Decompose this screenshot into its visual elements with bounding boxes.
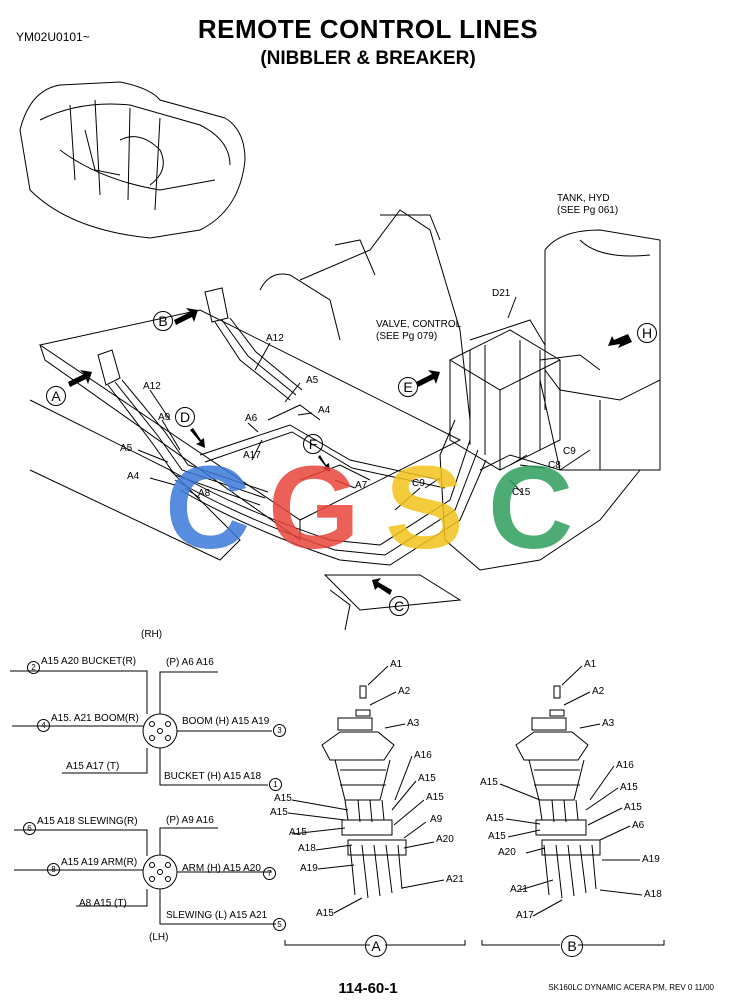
detail-b-label: A19 bbox=[642, 854, 660, 865]
callout-a4-b: A4 bbox=[318, 405, 331, 416]
watermark-letter-4: C bbox=[488, 442, 573, 574]
callout-a12-a: A12 bbox=[143, 381, 161, 392]
rh-bucket-r: A15 A20 BUCKET(R) bbox=[41, 656, 137, 667]
lh-arm-r: A15 A19 ARM(R) bbox=[61, 857, 138, 868]
callout-d21: D21 bbox=[492, 288, 511, 299]
document-code: YM02U0101~ bbox=[16, 30, 90, 44]
callout-c9-b: C9 bbox=[563, 446, 576, 457]
rh-num-3: 3 bbox=[273, 724, 286, 737]
view-c-marker: C bbox=[389, 596, 409, 616]
callout-a12-b: A12 bbox=[266, 333, 284, 344]
lh-slewing-l: SLEWING (L) A15 A21 bbox=[166, 910, 268, 921]
detail-a-label: A21 bbox=[446, 874, 464, 885]
rh-boom-r: A15. A21 BOOM(R) bbox=[51, 713, 139, 724]
detail-a-label: A20 bbox=[436, 834, 454, 845]
detail-a-label: A15 bbox=[316, 908, 334, 919]
callout-valve-ref: (SEE Pg 079) bbox=[376, 331, 438, 342]
detail-a-label: A16 bbox=[414, 750, 432, 761]
detail-b-label: A15 bbox=[480, 777, 498, 788]
lh-num-7: 7 bbox=[263, 867, 276, 880]
detail-b-label: A18 bbox=[644, 889, 662, 900]
callout-tank-ref: (SEE Pg 061) bbox=[557, 205, 619, 216]
detail-b-label: A16 bbox=[616, 760, 634, 771]
callout-a17: A17 bbox=[243, 450, 261, 461]
rh-label: (RH) bbox=[141, 629, 163, 640]
rh-t-port: A15 A17 (T) bbox=[66, 761, 120, 772]
watermark-letter-3: S bbox=[385, 442, 464, 574]
lh-num-8: 8 bbox=[47, 863, 60, 876]
detail-a-label: A1 bbox=[390, 659, 403, 670]
lh-num-5: 5 bbox=[273, 918, 286, 931]
detail-b-label: A21 bbox=[510, 884, 528, 895]
detail-b-label: A15 bbox=[620, 782, 638, 793]
detail-b-label: A1 bbox=[584, 659, 597, 670]
detail-b-label: A3 bbox=[602, 718, 615, 729]
view-f-marker: F bbox=[303, 434, 323, 454]
callout-a8: A8 bbox=[198, 488, 211, 499]
callout-a4-a: A4 bbox=[127, 471, 140, 482]
detail-a-marker: A bbox=[365, 935, 387, 957]
view-b-marker: B bbox=[153, 311, 173, 331]
lh-p-port: (P) A9 A16 bbox=[166, 815, 214, 826]
detail-a-label: A3 bbox=[407, 718, 420, 729]
rh-p-port: (P) A6 A16 bbox=[166, 657, 214, 668]
detail-a-label: A19 bbox=[300, 863, 318, 874]
lh-arm-h: ARM (H) A15 A20 bbox=[182, 863, 261, 874]
lh-slewing-r: A15 A18 SLEWING(R) bbox=[37, 816, 138, 827]
callout-a5-b: A5 bbox=[306, 375, 319, 386]
detail-a-label: A15 bbox=[270, 807, 288, 818]
detail-b-label: A17 bbox=[516, 910, 534, 921]
lh-label: (LH) bbox=[149, 932, 169, 943]
detail-a-label: A15 bbox=[426, 792, 444, 803]
rh-num-2: 2 bbox=[27, 661, 40, 674]
rh-boom-h: BOOM (H) A15 A19 bbox=[182, 716, 270, 727]
detail-b-label: A6 bbox=[632, 820, 645, 831]
detail-b-label: A15 bbox=[486, 813, 504, 824]
callout-c8: C8 bbox=[548, 460, 561, 471]
detail-b-label: A15 bbox=[488, 831, 506, 842]
detail-a-label: A15 bbox=[289, 827, 307, 838]
callout-c15: C15 bbox=[512, 487, 531, 498]
callout-c9-a: C9 bbox=[412, 478, 425, 489]
detail-a-label: A9 bbox=[430, 814, 443, 825]
page-subtitle: (NIBBLER & BREAKER) bbox=[260, 48, 476, 69]
view-d-marker: D bbox=[175, 407, 195, 427]
callout-a5-a: A5 bbox=[120, 443, 133, 454]
watermark-letter-1: C bbox=[165, 442, 250, 574]
rh-num-1: 1 bbox=[269, 778, 282, 791]
callout-valve: VALVE, CONTROL bbox=[376, 319, 462, 330]
callout-a7: A7 bbox=[355, 480, 368, 491]
lh-t-port: A8 A15 (T) bbox=[79, 898, 127, 909]
detail-a-label: A15 bbox=[418, 773, 436, 784]
view-e-marker: E bbox=[398, 377, 418, 397]
callout-a6: A6 bbox=[245, 413, 258, 424]
rh-bucket-h: BUCKET (H) A15 A18 bbox=[164, 771, 262, 782]
view-a-marker: A bbox=[46, 386, 66, 406]
view-h-marker: H bbox=[637, 323, 657, 343]
rh-num-4: 4 bbox=[37, 719, 50, 732]
detail-b-label: A20 bbox=[498, 847, 516, 858]
callout-a9: A9 bbox=[158, 412, 171, 423]
page-title: REMOTE CONTROL LINES bbox=[197, 14, 539, 44]
detail-a-label: A2 bbox=[398, 686, 411, 697]
detail-b-marker: B bbox=[561, 935, 583, 957]
detail-a-label: A18 bbox=[298, 843, 316, 854]
detail-b-label: A2 bbox=[592, 686, 605, 697]
lh-num-6: 6 bbox=[23, 822, 36, 835]
page-number: 114-60-1 bbox=[338, 980, 398, 997]
watermark-letter-2: G bbox=[268, 442, 360, 574]
detail-b-label: A15 bbox=[624, 802, 642, 813]
model-revision: SK160LC DYNAMIC ACERA PM, REV 0 11/00 bbox=[548, 983, 714, 992]
callout-tank: TANK, HYD bbox=[557, 193, 610, 204]
detail-a-label: A15 bbox=[274, 793, 292, 804]
